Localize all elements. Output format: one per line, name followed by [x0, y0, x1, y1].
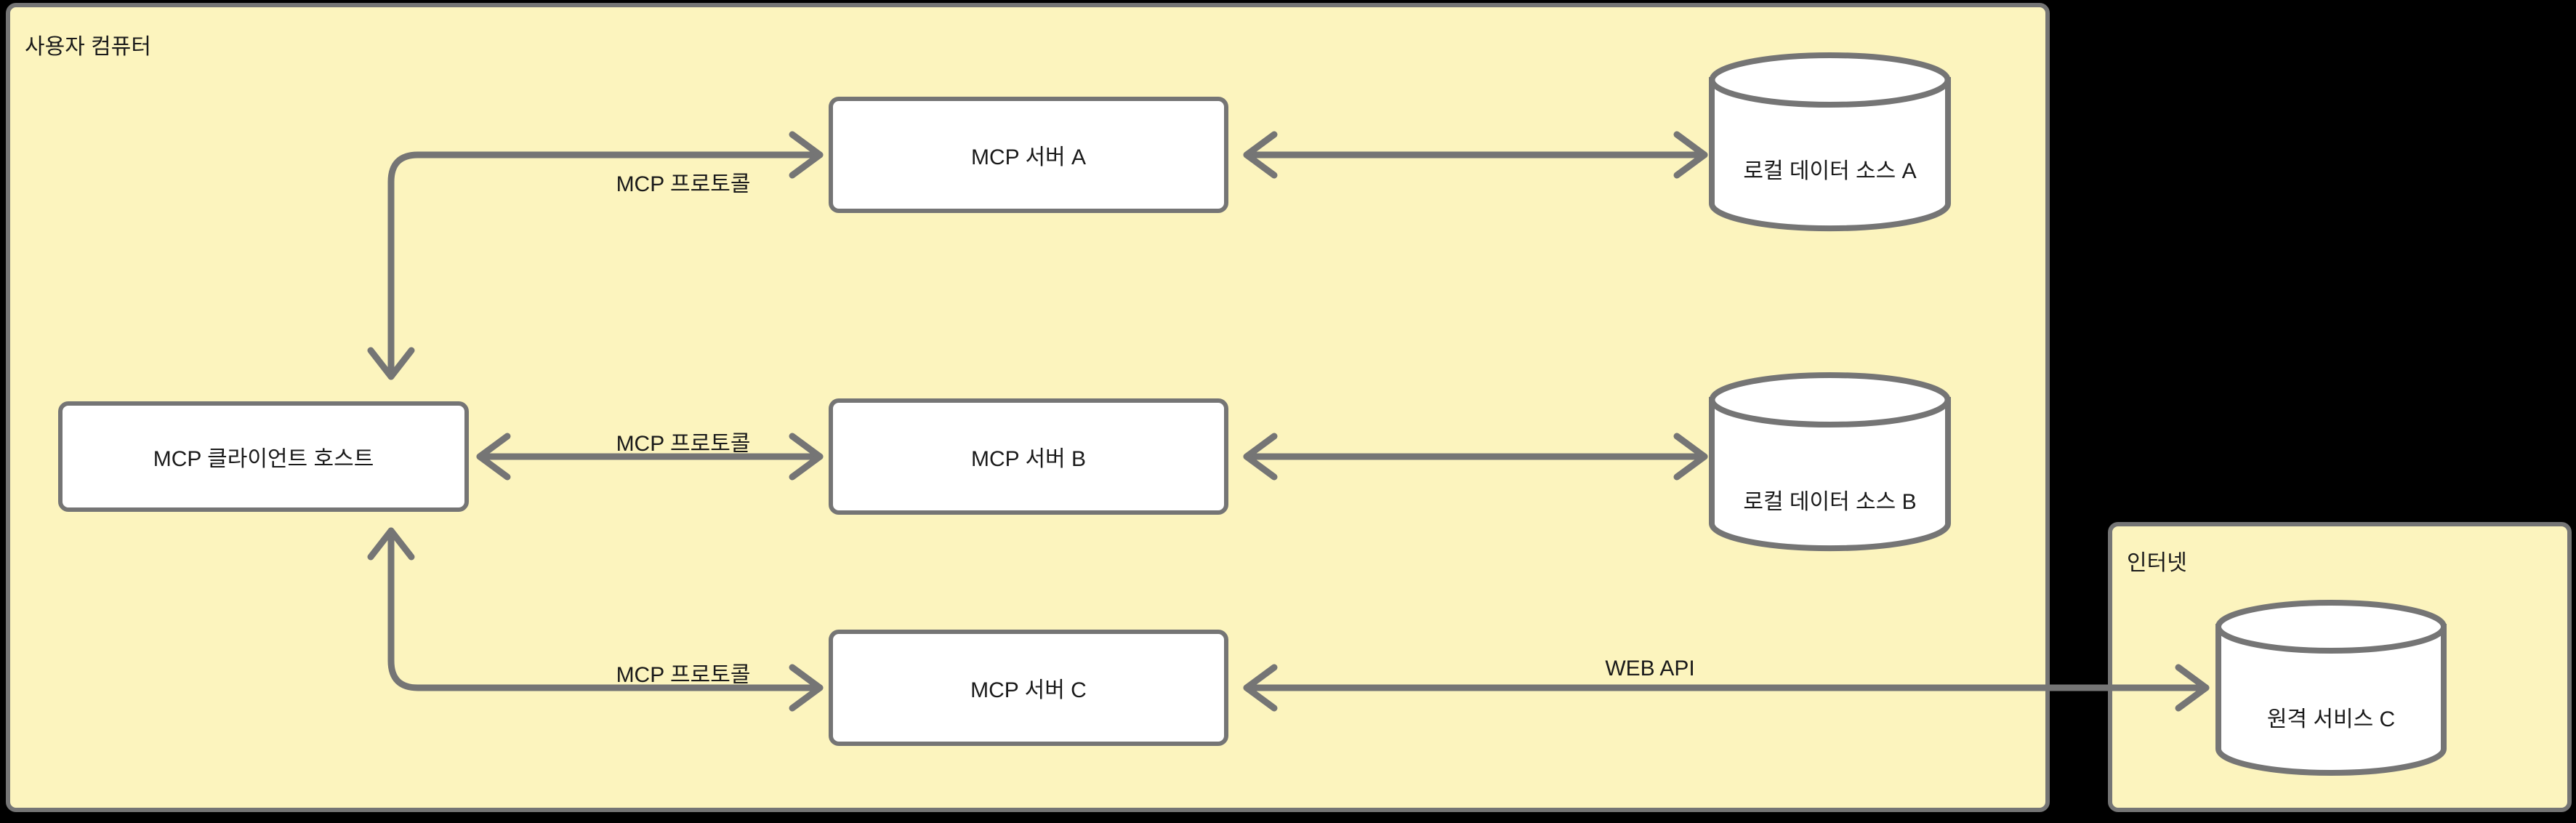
- node-mcp-server-b[interactable]: MCP 서버 B: [829, 398, 1228, 515]
- node-mcp-server-a-label: MCP 서버 A: [970, 145, 1086, 169]
- node-remote-service-c[interactable]: 원격 서비스 C: [2211, 598, 2451, 779]
- container-internet-label: 인터넷: [2127, 551, 2187, 575]
- node-mcp-server-a[interactable]: MCP 서버 A: [829, 97, 1228, 213]
- node-mcp-server-c-label: MCP 서버 C: [970, 678, 1087, 702]
- edge-label-host-server-b: MCP 프로토콜: [616, 432, 751, 456]
- edge-label-server-c-remote: WEB API: [1605, 657, 1695, 681]
- container-user-computer-label: 사용자 컴퓨터: [25, 35, 151, 59]
- edge-label-host-server-a: MCP 프로토콜: [616, 172, 751, 196]
- cylinder-shape-a: [1709, 52, 1951, 232]
- cylinder-shape-c: [2215, 600, 2447, 776]
- node-local-data-source-b[interactable]: 로컬 데이터 소스 B: [1704, 371, 1955, 553]
- cylinder-shape-b: [1709, 372, 1951, 552]
- node-mcp-client-host[interactable]: MCP 클라이언트 호스트: [58, 401, 469, 512]
- node-mcp-server-b-label: MCP 서버 B: [970, 447, 1086, 471]
- edge-label-host-server-c: MCP 프로토콜: [616, 663, 751, 687]
- node-local-data-source-a[interactable]: 로컬 데이터 소스 A: [1704, 51, 1955, 233]
- node-mcp-client-host-label: MCP 클라이언트 호스트: [153, 447, 374, 471]
- node-mcp-server-c[interactable]: MCP 서버 C: [829, 630, 1228, 746]
